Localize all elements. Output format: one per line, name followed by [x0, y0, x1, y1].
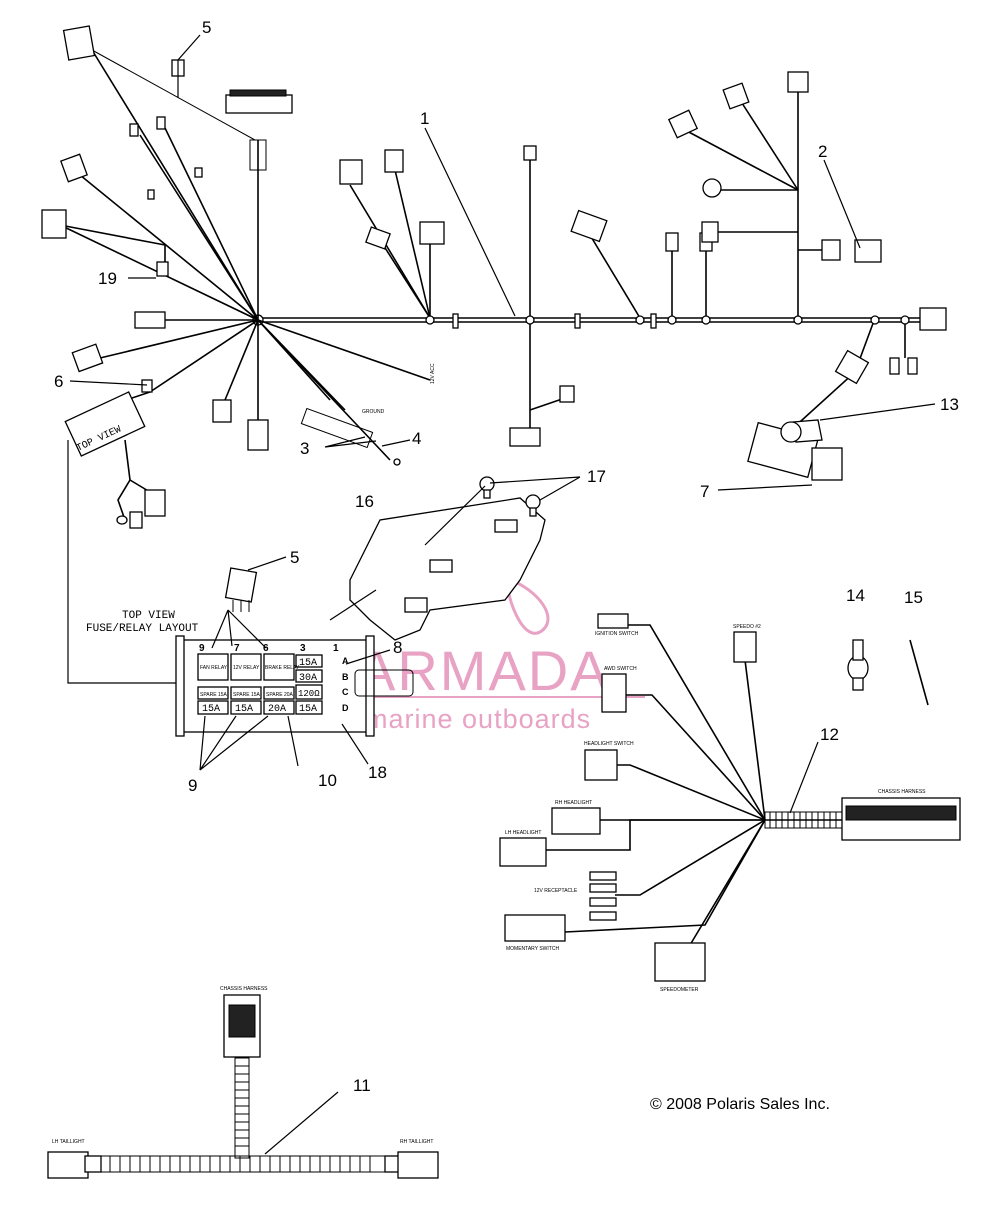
- fuse-slot-1: 1: [333, 643, 339, 654]
- resistor-label: 120Ω: [298, 689, 320, 699]
- rear-conduit-vertical: [234, 1057, 250, 1159]
- label-awd-switch: AWD SWITCH: [604, 666, 637, 672]
- callout-10: 10: [318, 771, 337, 790]
- label-chassis-harness-right: CHASSIS HARNESS: [878, 789, 926, 795]
- small-fuse-2: SPARE 15A: [233, 692, 261, 698]
- callout-4: 4: [412, 429, 421, 448]
- leader-lines: [69, 34, 936, 1155]
- label-ignition-switch: IGNITION SWITCH: [595, 631, 639, 637]
- fuse-box-labels: TOP VIEW FUSE/RELAY LAYOUT 9 7 6 3 1 A B…: [86, 610, 349, 715]
- label-lh-headlight: LH HEADLIGHT: [505, 830, 541, 836]
- callout-12: 12: [820, 725, 839, 744]
- callout-8: 8: [393, 638, 402, 657]
- harness-connectors: [41, 25, 947, 466]
- relay: [224, 567, 258, 612]
- callout-11: 11: [353, 1076, 371, 1095]
- callout-7: 7: [700, 482, 709, 501]
- corrugated-conduit: [764, 811, 846, 829]
- label-12v-acc: 12V ACC: [430, 363, 436, 384]
- callout-5-relay: 5: [290, 548, 299, 567]
- small-fuse-1: SPARE 15A: [200, 692, 228, 698]
- callout-1: 1: [420, 109, 429, 128]
- callout-16: 16: [355, 492, 374, 511]
- label-rh-headlight: RH HEADLIGHT: [555, 800, 592, 806]
- fuse-d2-label: 15A: [235, 704, 253, 715]
- fuse-row-c: C: [342, 687, 349, 697]
- callout-19: 19: [98, 269, 117, 288]
- callout-3: 3: [300, 439, 309, 458]
- fuse-box: [175, 635, 414, 737]
- label-speedo: SPEEDO #2: [733, 624, 761, 630]
- relay-12v-label: 12V RELAY: [233, 665, 260, 671]
- fuse-d1-label: 15A: [202, 704, 220, 715]
- parts-14-15: [847, 639, 929, 706]
- fuse-caption-line2: FUSE/RELAY LAYOUT: [86, 623, 199, 635]
- fuse-row-a: A: [342, 656, 349, 666]
- label-chassis-harness-bottom: CHASSIS HARNESS: [220, 986, 268, 992]
- label-12v-receptacle: 12V RECEPTACLE: [534, 888, 578, 894]
- fuse-slot-3: 3: [300, 643, 306, 654]
- callout-18: 18: [368, 763, 387, 782]
- chassis-harness: [499, 613, 961, 982]
- label-rh-taillight: RH TAILLIGHT: [400, 1139, 433, 1145]
- fuse-slot-9: 9: [199, 643, 205, 654]
- fuse-d4-label: 15A: [299, 704, 317, 715]
- top-view-module: [64, 391, 180, 684]
- fuse-d3-label: 20A: [268, 704, 286, 715]
- callout-13: 13: [940, 395, 959, 414]
- callout-numbers: 1 2 3 4 5 5 6 7 8 9 10 11 12 13 14 15 16…: [54, 18, 959, 1095]
- rear-harness: [47, 994, 439, 1179]
- fuse-row-b: B: [342, 672, 349, 682]
- label-momentary-switch: MOMENTARY SWITCH: [506, 946, 559, 952]
- relay-fan-label: FAN RELAY: [200, 665, 228, 671]
- fuse-bracket: [349, 476, 546, 641]
- label-speedometer: SPEEDOMETER: [660, 987, 699, 993]
- fuse-row-d: D: [342, 703, 349, 713]
- label-ground: GROUND: [362, 409, 385, 415]
- label-lh-taillight: LH TAILLIGHT: [52, 1139, 85, 1145]
- callout-2: 2: [818, 142, 827, 161]
- callout-5-top: 5: [202, 18, 211, 37]
- component-labels: 12V ACC GROUND IGNITION SWITCH AWD SWITC…: [52, 363, 926, 1145]
- relay-brake-label: BRAKE RELAY: [265, 665, 300, 671]
- watermark-tagline: marine outboards: [365, 704, 591, 734]
- harness-assembly-7: [747, 419, 843, 481]
- fuse-slot-7: 7: [234, 643, 240, 654]
- main-harness: [59, 49, 930, 461]
- callout-9: 9: [188, 776, 197, 795]
- callout-14: 14: [846, 586, 865, 605]
- fuse-caption-line1: TOP VIEW: [122, 610, 175, 622]
- callout-17: 17: [587, 467, 606, 486]
- callout-15: 15: [904, 588, 923, 607]
- fuse-b-label: 30A: [299, 673, 317, 684]
- copyright: © 2008 Polaris Sales Inc.: [650, 1096, 830, 1113]
- fuse-a-label: 15A: [299, 658, 317, 669]
- callout-6: 6: [54, 372, 63, 391]
- small-fuse-3: SPARE 20A: [266, 692, 294, 698]
- label-headlight-switch: HEADLIGHT SWITCH: [584, 741, 634, 747]
- fuse-slot-6: 6: [263, 643, 269, 654]
